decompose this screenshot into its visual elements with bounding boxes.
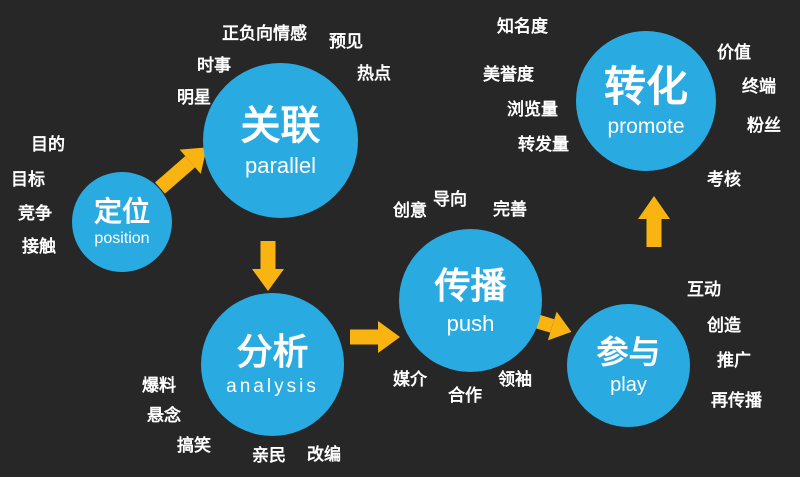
node-push: 传播 push	[399, 229, 542, 372]
node-analysis: 分析 analysis	[201, 293, 344, 436]
satellite-label: 领袖	[498, 370, 532, 389]
arrow-analysis-to-push	[350, 321, 400, 353]
satellite-label: 正负向情感	[222, 24, 307, 43]
node-position: 定位 position	[72, 172, 172, 272]
satellite-label: 媒介	[393, 370, 427, 389]
satellite-label: 竞争	[18, 204, 52, 223]
node-parallel-subtitle: parallel	[245, 152, 316, 178]
satellite-label: 亲民	[252, 446, 286, 465]
node-promote-subtitle: promote	[607, 114, 685, 138]
node-promote: 转化 promote	[576, 31, 716, 171]
satellite-label: 时事	[197, 56, 231, 75]
satellite-label: 考核	[707, 170, 741, 189]
satellite-label: 悬念	[147, 406, 181, 425]
satellite-label: 创造	[707, 316, 741, 335]
satellite-label: 知名度	[497, 17, 548, 36]
arrow-play-to-promote	[638, 196, 670, 247]
satellite-label: 互动	[687, 280, 721, 299]
satellite-label: 美誉度	[483, 65, 534, 84]
node-push-title: 传播	[434, 265, 507, 307]
arrow-position-to-parallel	[155, 147, 207, 194]
satellite-label: 导向	[433, 190, 467, 209]
satellite-label: 爆料	[142, 376, 176, 395]
node-push-subtitle: push	[446, 310, 495, 336]
satellite-label: 创意	[393, 201, 427, 220]
node-play-subtitle: play	[610, 373, 647, 396]
satellite-label: 搞笑	[177, 436, 211, 455]
satellite-label: 终端	[742, 77, 776, 96]
satellite-label: 合作	[448, 386, 482, 405]
satellite-label: 预见	[329, 32, 363, 51]
satellite-label: 热点	[357, 64, 391, 83]
satellite-label: 价值	[717, 43, 751, 62]
node-analysis-title: 分析	[236, 330, 309, 372]
satellite-label: 目的	[31, 135, 65, 154]
satellite-label: 完善	[493, 200, 527, 219]
node-play: 参与 play	[567, 304, 690, 427]
satellite-label: 接触	[22, 237, 56, 256]
satellite-label: 推广	[717, 351, 751, 370]
arrow-parallel-to-analysis	[252, 241, 284, 291]
satellite-label: 明星	[177, 88, 211, 107]
satellite-label: 浏览量	[507, 100, 558, 119]
satellite-label: 粉丝	[747, 116, 781, 135]
satellite-label: 转发量	[518, 135, 569, 154]
satellite-label: 目标	[11, 170, 45, 189]
satellite-label: 再传播	[711, 391, 762, 410]
node-analysis-subtitle: analysis	[226, 376, 319, 398]
node-parallel: 关联 parallel	[203, 63, 358, 218]
node-position-title: 定位	[93, 195, 150, 227]
node-parallel-title: 关联	[240, 103, 321, 148]
satellite-label: 改编	[307, 445, 341, 464]
node-promote-title: 转化	[603, 63, 688, 111]
node-position-subtitle: position	[94, 229, 150, 247]
node-play-title: 参与	[596, 334, 661, 371]
